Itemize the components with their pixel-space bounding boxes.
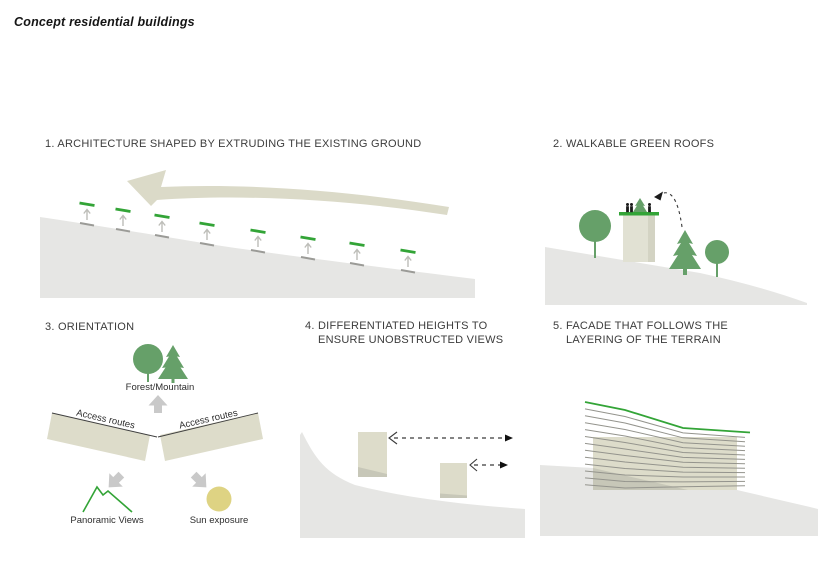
heading-facade-line1: 5. FACADE THAT FOLLOWS THE [553, 320, 729, 332]
terrain-overlap-lower [440, 493, 467, 498]
green-roof-line [584, 401, 751, 434]
extrusion-markers [79, 201, 416, 274]
view-arrowhead-upper [505, 434, 513, 442]
heading-facade: 5. FACADE THAT FOLLOWS THE LAYERING OF T… [553, 319, 728, 347]
diagram-extrusion [40, 170, 475, 298]
forest-mountain-label: Forest/Mountain [126, 382, 195, 393]
conifer-tree-icon [158, 345, 188, 383]
access-arc-arrowhead [654, 191, 663, 201]
access-route-line-left [51, 412, 158, 438]
sun-icon [206, 486, 232, 512]
terrain-overlap-upper [358, 467, 387, 477]
arrow-up [148, 395, 168, 413]
access-route-line-right [157, 412, 259, 438]
terrain-slope [300, 432, 525, 538]
terrain-slope [40, 217, 475, 298]
arrow-down-right [190, 471, 207, 488]
heading-facade-line2: LAYERING OF THE TERRAIN [566, 334, 721, 346]
access-arc-arrow [658, 192, 683, 228]
view-chevron-upper [388, 431, 398, 445]
conifer-tree-icon [669, 230, 701, 275]
diagram-heights [300, 431, 525, 538]
heading-heights-line2: ENSURE UNOBSTRUCTED VIEWS [318, 334, 504, 346]
round-tree-icon [705, 240, 729, 277]
heading-heights-line1: 4. DIFFERENTIATED HEIGHTS TO [305, 320, 488, 332]
heading-orientation: 3. ORIENTATION [45, 321, 135, 333]
sweep-arrow [127, 170, 449, 215]
terrain-behind-facade [593, 468, 688, 490]
heading-extrusion: 1. ARCHITECTURE SHAPED BY EXTRUDING THE … [45, 138, 422, 150]
page-title: Concept residential buildings [14, 15, 195, 29]
person-icon [626, 203, 651, 213]
view-chevron-lower [469, 458, 478, 472]
diagram-green-roofs [545, 191, 807, 305]
arrow-down-left [108, 471, 125, 488]
heading-heights: 4. DIFFERENTIATED HEIGHTS TO ENSURE UNOB… [305, 319, 503, 347]
panoramic-views-label: Panoramic Views [70, 515, 143, 526]
terrain-slope [545, 247, 807, 305]
building-block-left [47, 413, 150, 461]
diagram-facade [540, 401, 818, 536]
sun-exposure-label: Sun exposure [190, 515, 249, 526]
mountain-line-icon [82, 485, 133, 513]
round-tree-icon [133, 344, 163, 382]
view-arrowhead-lower [500, 461, 508, 469]
green-roof-slab [619, 212, 659, 216]
heading-green-roofs: 2. WALKABLE GREEN ROOFS [553, 138, 715, 150]
round-tree-icon [579, 210, 611, 258]
building-block-lower [440, 463, 467, 498]
diagram-orientation: Forest/Mountain Access routes Access rou… [47, 344, 263, 526]
facade-layer-lines [584, 401, 751, 489]
roof-conifer-icon [633, 198, 647, 212]
building-block-right [160, 413, 263, 461]
building-shade [648, 215, 655, 262]
